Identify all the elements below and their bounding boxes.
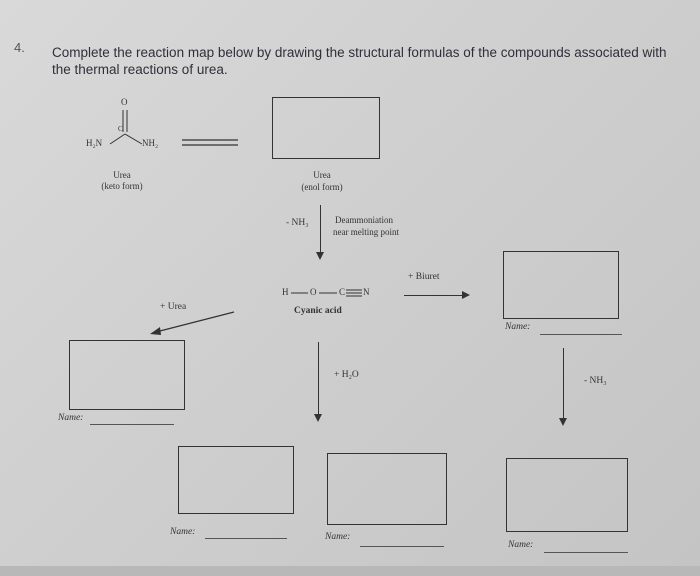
page-bottom-edge [0, 566, 700, 576]
right-product-name-field[interactable] [544, 552, 628, 553]
deammoniation-reagent: - NH₃ [286, 218, 309, 228]
right-product-answer-box[interactable] [506, 458, 628, 532]
deammoniation-label: Deammoniation [335, 215, 393, 225]
urea-keto-form: (keto form) [101, 181, 143, 191]
urea-product-name-label: Name: [58, 413, 84, 423]
deammoniation-arrowhead [316, 252, 324, 260]
urea-arrow [150, 311, 235, 335]
biuret-reagent: + Biuret [408, 272, 440, 282]
urea-enol-form: (enol form) [301, 182, 343, 192]
cyanic-acid-bonds [291, 289, 362, 297]
hydrolysis-product1-answer-box[interactable] [178, 446, 294, 514]
urea-atom-c: C [118, 125, 123, 133]
hydrolysis-product1-name-field[interactable] [205, 538, 287, 539]
urea-atom-nh2: NH₂ [142, 138, 159, 148]
deammoniation-arrow [320, 205, 321, 257]
cyanic-atom-o: O [310, 287, 317, 297]
biuret-product-name-label: Name: [505, 322, 531, 332]
cyanic-atom-h: H [282, 287, 289, 297]
urea-keto-name: Urea [113, 170, 131, 180]
urea-atom-o: O [121, 97, 128, 107]
equilibrium-arrow [182, 139, 238, 146]
urea-reagent: + Urea [160, 302, 187, 312]
biuret-arrowhead [462, 291, 470, 299]
hydrolysis-reagent: + H₂O [334, 370, 359, 380]
hydrolysis-product2-answer-box[interactable] [327, 453, 447, 525]
biuret-arrow [404, 295, 466, 296]
hydrolysis-product2-name-field[interactable] [360, 546, 444, 547]
biuret-product-answer-box[interactable] [503, 251, 619, 319]
hydrolysis-arrow [318, 342, 319, 418]
cyanic-atom-c: C [339, 287, 346, 297]
right-product-name-label: Name: [508, 540, 534, 550]
urea-enol-answer-box[interactable] [272, 97, 380, 159]
hydrolysis-arrowhead [314, 414, 322, 422]
hydrolysis-product1-name-label: Name: [170, 527, 196, 537]
right-deammoniation-arrow [563, 348, 564, 422]
urea-keto-structure [109, 110, 143, 145]
question-number: 4. [14, 40, 25, 55]
right-deammoniation-reagent: - NH₃ [584, 376, 607, 386]
cyanic-atom-n: N [363, 287, 370, 297]
urea-enol-name: Urea [313, 170, 331, 180]
urea-product-answer-box[interactable] [69, 340, 185, 410]
cyanic-acid-name: Cyanic acid [294, 306, 342, 316]
hydrolysis-product2-name-label: Name: [325, 532, 351, 542]
right-deammoniation-arrowhead [559, 418, 567, 426]
deammoniation-condition: near melting point [333, 227, 399, 237]
question-instruction: Complete the reaction map below by drawi… [52, 45, 667, 77]
urea-atom-h2n: H₂N [86, 138, 103, 148]
urea-product-name-field[interactable] [90, 424, 174, 425]
biuret-product-name-field[interactable] [540, 334, 622, 335]
